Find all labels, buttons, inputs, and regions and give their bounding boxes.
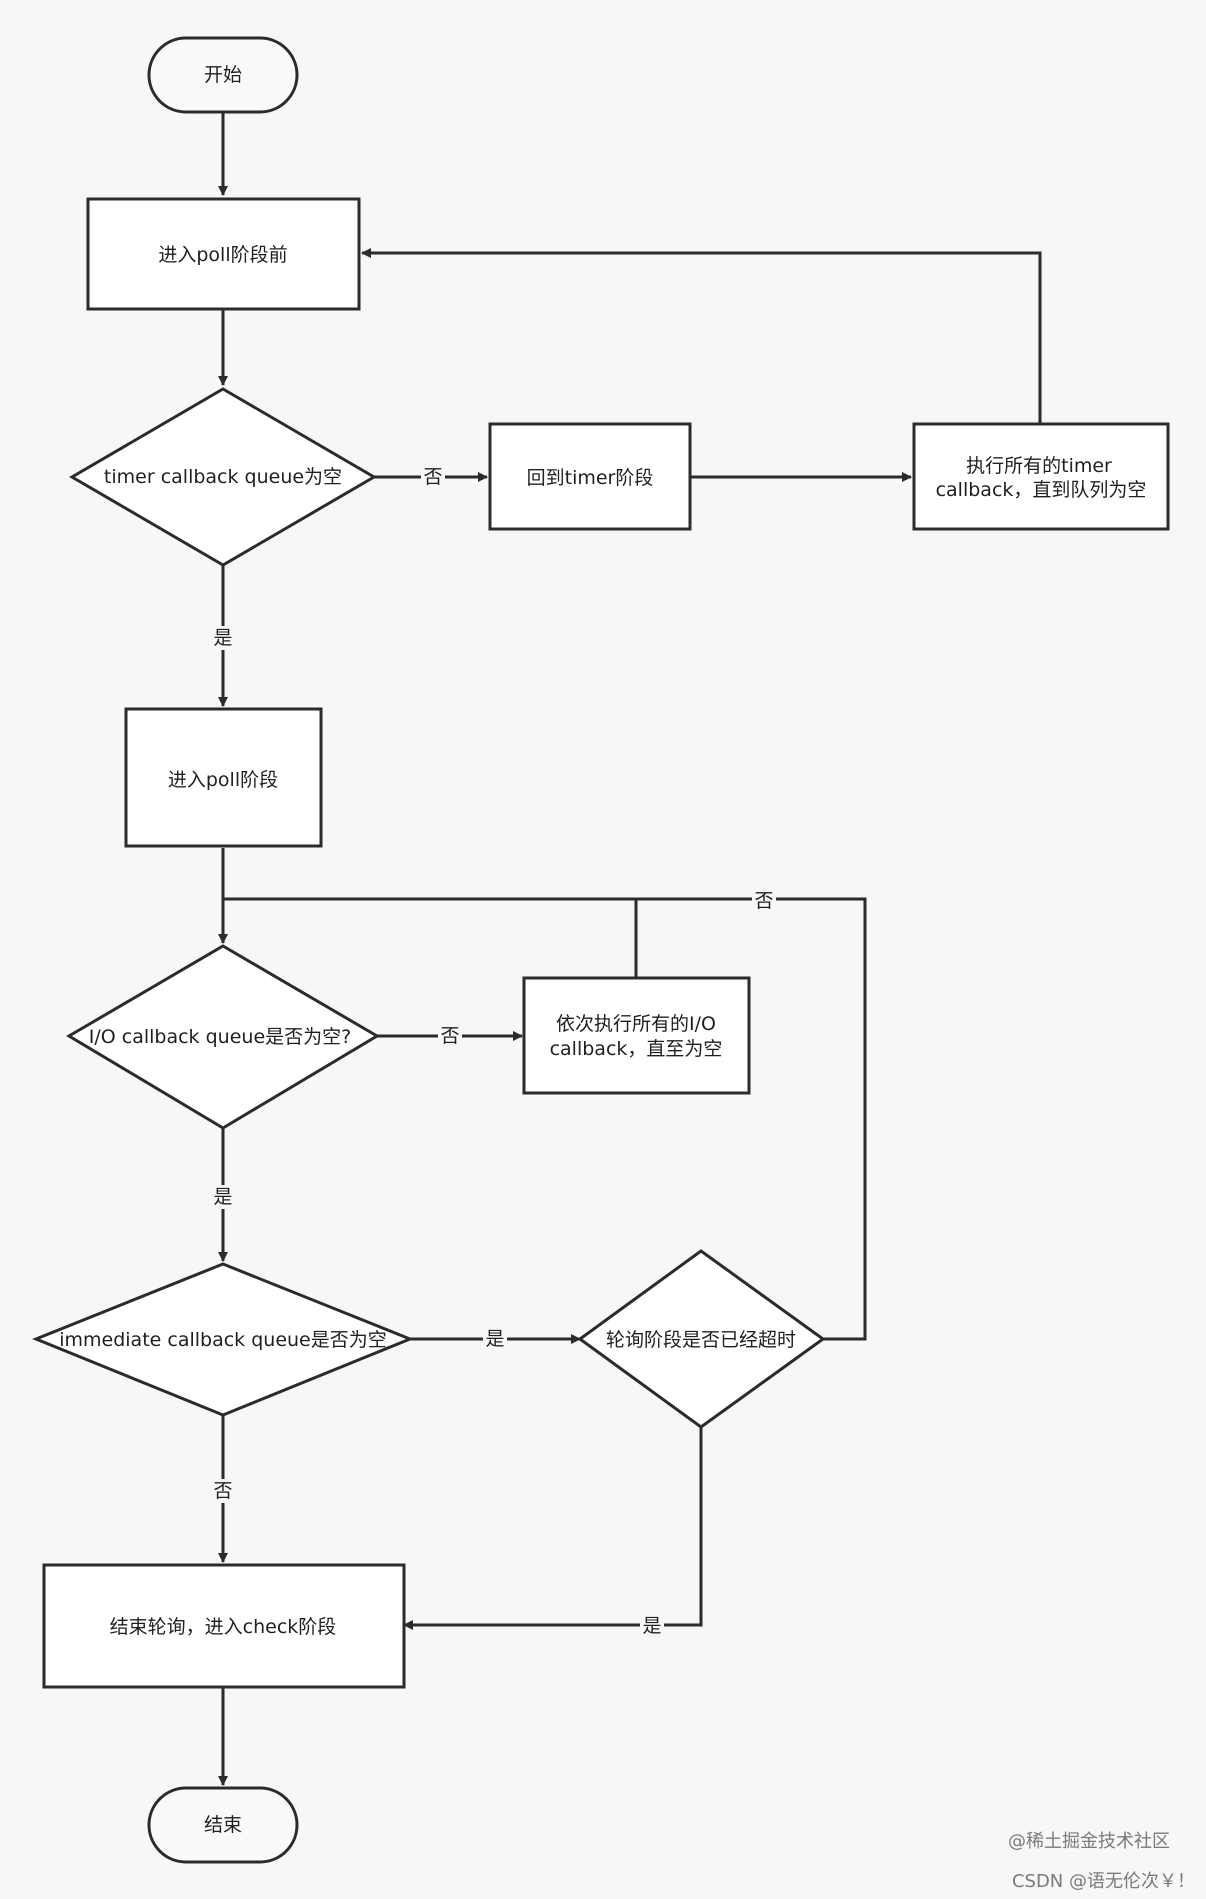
poll-timeout-decision: 轮询阶段是否已经超时 xyxy=(577,1249,826,1429)
end-polling-box: 结束轮询，进入check阶段 xyxy=(42,1563,406,1689)
poll-timeout-decision-label: 轮询阶段是否已经超时 xyxy=(606,1329,796,1351)
watermark-line1: @稀土掘金技术社区 xyxy=(1008,1831,1170,1852)
io-queue-decision: I/O callback queue是否为空? xyxy=(66,944,380,1130)
end-terminal: 结束 xyxy=(147,1786,299,1864)
enter-poll-label: 进入poll阶段 xyxy=(168,769,278,791)
edge-label-immediate-no: 否 xyxy=(213,1480,232,1502)
watermark: @稀土掘金技术社区 CSDN @语无伦次￥！ xyxy=(1008,1831,1195,1892)
edge-timeout-no-loop xyxy=(223,897,867,1341)
run-io-label-line2: callback，直至为空 xyxy=(550,1038,723,1060)
end-label: 结束 xyxy=(204,1814,242,1836)
immediate-queue-decision-label: immediate callback queue是否为空 xyxy=(59,1329,387,1351)
edge-label-timer-yes: 是 xyxy=(213,627,232,649)
end-polling-label: 结束轮询，进入check阶段 xyxy=(110,1616,337,1638)
watermark-line2: CSDN @语无伦次￥！ xyxy=(1012,1871,1195,1892)
immediate-queue-decision: immediate callback queue是否为空 xyxy=(31,1262,415,1417)
edge-timeout-yes xyxy=(403,1427,703,1630)
edge-label-timer-no: 否 xyxy=(423,466,442,488)
edge-label-io-yes: 是 xyxy=(213,1186,232,1208)
before-poll-box: 进入poll阶段前 xyxy=(86,197,361,311)
io-queue-decision-label: I/O callback queue是否为空? xyxy=(89,1026,351,1048)
edge-label-io-no: 否 xyxy=(440,1025,459,1047)
run-io-label-line1: 依次执行所有的I/O xyxy=(556,1013,716,1035)
timer-queue-decision: timer callback queue为空 xyxy=(69,387,377,567)
before-poll-label: 进入poll阶段前 xyxy=(158,244,287,266)
back-to-timer-box: 回到timer阶段 xyxy=(488,422,692,531)
run-timers-label-line1: 执行所有的timer xyxy=(966,455,1112,477)
run-io-box: 依次执行所有的I/O callback，直至为空 xyxy=(522,976,751,1095)
run-timers-box: 执行所有的timer callback，直到队列为空 xyxy=(912,422,1170,531)
edge-run-timers-loop-back xyxy=(361,248,1042,424)
enter-poll-box: 进入poll阶段 xyxy=(124,707,323,848)
edges xyxy=(218,112,1042,1786)
back-to-timer-label: 回到timer阶段 xyxy=(527,467,654,489)
edge-label-timeout-no: 否 xyxy=(754,890,773,912)
start-label: 开始 xyxy=(204,64,242,86)
timer-queue-decision-label: timer callback queue为空 xyxy=(104,466,342,488)
start-terminal: 开始 xyxy=(147,36,299,114)
nodes: 开始 进入poll阶段前 timer callback queue为空 回到ti… xyxy=(31,36,1170,1864)
run-timers-label-line2: callback，直到队列为空 xyxy=(936,479,1147,501)
edge-label-immediate-yes: 是 xyxy=(485,1328,504,1350)
edge-label-timeout-yes: 是 xyxy=(642,1615,661,1637)
edge-labels: 否 是 否 是 是 否 否 是 xyxy=(211,465,776,1638)
